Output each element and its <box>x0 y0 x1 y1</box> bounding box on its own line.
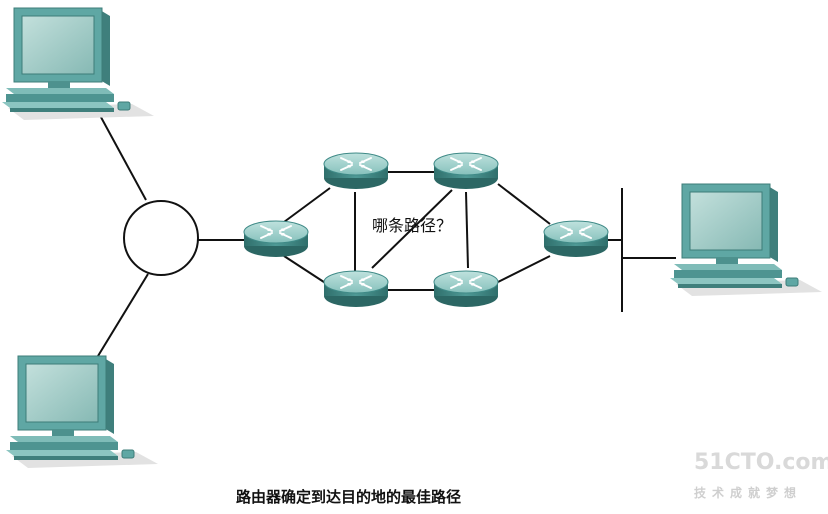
link-pc2-hub <box>97 273 149 357</box>
computer-right-icon <box>669 183 823 297</box>
path-question-label: 哪条路径？ <box>372 216 453 235</box>
link-r1-r2 <box>283 187 331 223</box>
router-3-icon <box>323 270 389 308</box>
router-1-icon <box>243 220 309 258</box>
link-pc1-hub <box>95 107 147 201</box>
link-r4-r5 <box>465 191 469 269</box>
link-r4-r6 <box>497 183 551 225</box>
link-r3-r4 <box>371 189 453 269</box>
link-r5-r6 <box>497 255 551 283</box>
link-r1-r3 <box>283 255 331 287</box>
hub-node <box>123 200 199 276</box>
router-4-icon <box>433 152 499 190</box>
watermark-logo: 51CTO.com <box>694 450 828 475</box>
diagram-caption: 路由器确定到达目的地的最佳路径 <box>236 488 462 506</box>
links <box>95 107 676 357</box>
computer-top-left-icon <box>1 7 155 121</box>
router-2-icon <box>323 152 389 190</box>
computer-bottom-left-icon <box>5 355 159 469</box>
router-5-icon <box>433 270 499 308</box>
router-6-icon <box>543 220 609 258</box>
watermark-slogan: 技术成就梦想 <box>694 486 803 500</box>
